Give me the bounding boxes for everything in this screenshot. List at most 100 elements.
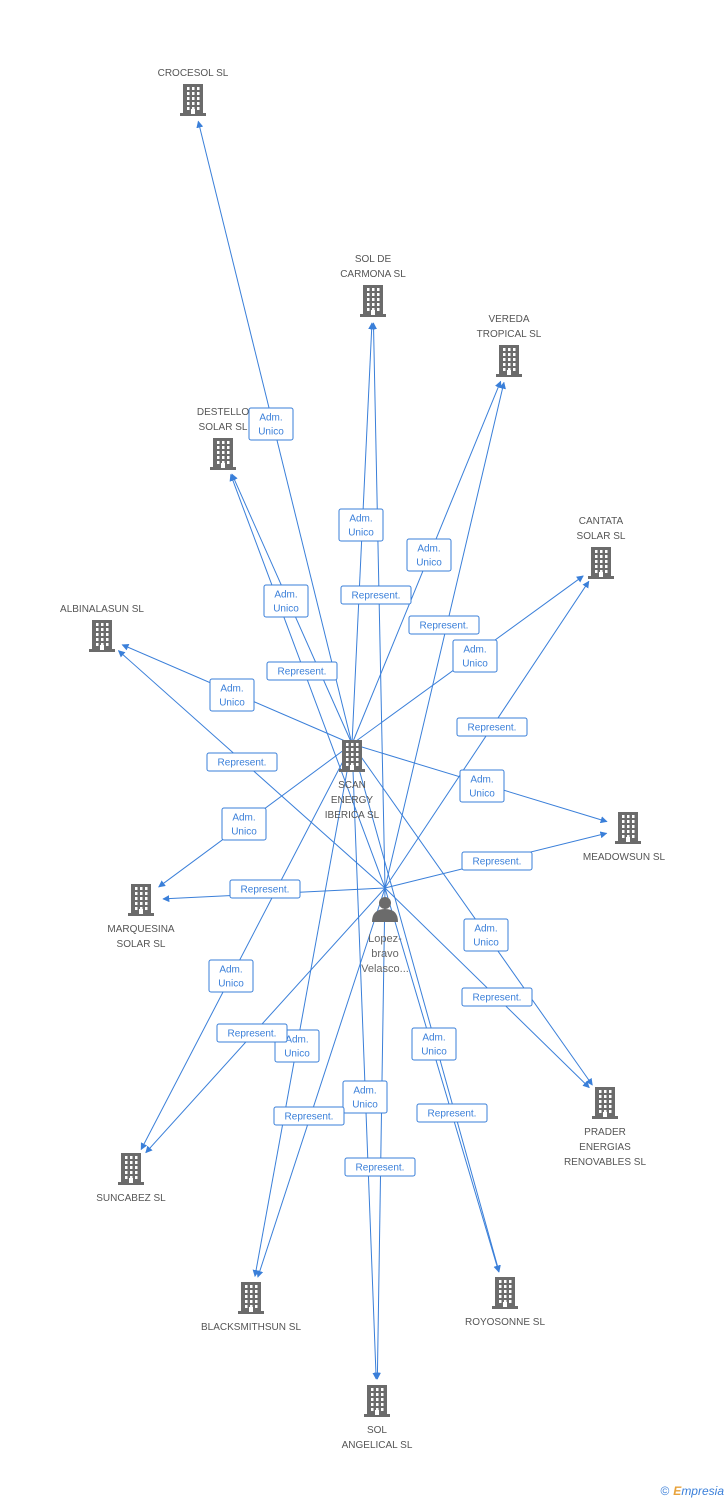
- person-icon[interactable]: [372, 897, 398, 922]
- edge-scan-sol_angelical: [351, 743, 380, 1380]
- edge-label-text: Unico: [273, 604, 299, 615]
- edge-label-box: [338, 508, 384, 542]
- edge-lopez-blacksmithsun: [256, 887, 386, 1278]
- edge-label-lopez-sol_angelical[interactable]: Represent.: [344, 1157, 416, 1177]
- edge-label-lopez-blacksmithsun[interactable]: Represent.: [273, 1106, 345, 1126]
- footer-brand[interactable]: ©Empresia: [660, 1484, 724, 1498]
- edge-label-scan-meadowsun[interactable]: Adm.Unico: [459, 769, 505, 803]
- edge-label-text: Represent.: [241, 885, 290, 896]
- brand-logo-text: mpresia: [681, 1484, 724, 1498]
- edge-label-text: Unico: [352, 1100, 378, 1111]
- edge-label-box: [456, 717, 528, 737]
- edge-label-box: [406, 538, 452, 572]
- node-label: Lopez-: [368, 933, 402, 945]
- node-label: CANTATA: [579, 516, 624, 527]
- edge-label-lopez-marquesina[interactable]: Represent.: [229, 879, 301, 899]
- edge-label-text: Adm.: [417, 544, 440, 555]
- node-crocesol[interactable]: CROCESOL SL: [158, 68, 229, 116]
- edge-lopez-sol_carmona: [370, 322, 386, 889]
- edge-label-scan-sol_angelical[interactable]: Adm.Unico: [342, 1080, 388, 1114]
- edge-label-text: Adm.: [470, 775, 493, 786]
- building-icon[interactable]: [360, 285, 386, 317]
- node-royosonne[interactable]: ROYOSONNE SL: [465, 1277, 545, 1328]
- node-label: ENERGY: [331, 795, 374, 806]
- edge-label-lopez-destello[interactable]: Represent.: [266, 661, 338, 681]
- edge-label-scan-destello[interactable]: Adm.Unico: [263, 584, 309, 618]
- node-meadowsun[interactable]: MEADOWSUN SL: [583, 812, 666, 863]
- node-label: BLACKSMITHSUN SL: [201, 1322, 301, 1333]
- edge-label-text: Represent.: [285, 1112, 334, 1123]
- edge-label-box: [248, 407, 294, 441]
- node-suncabez[interactable]: SUNCABEZ SL: [96, 1153, 166, 1204]
- building-icon[interactable]: [592, 1087, 618, 1119]
- node-label: ANGELICAL SL: [342, 1440, 413, 1451]
- edge-label-text: Represent.: [218, 758, 267, 769]
- edge-label-lopez-suncabez[interactable]: Represent.: [216, 1023, 288, 1043]
- edge-label-text: Unico: [231, 827, 257, 838]
- building-icon[interactable]: [238, 1282, 264, 1314]
- edge-labels-layer: Adm.UnicoAdm.UnicoAdm.UnicoAdm.UnicoAdm.…: [206, 407, 533, 1177]
- edge-label-scan-royosonne[interactable]: Adm.Unico: [411, 1027, 457, 1061]
- node-lopez[interactable]: Lopez-bravoVelasco...: [361, 897, 409, 975]
- node-label: CROCESOL SL: [158, 68, 229, 79]
- building-icon[interactable]: [588, 547, 614, 579]
- edge-label-box: [463, 918, 509, 952]
- copyright-symbol: ©: [660, 1484, 670, 1498]
- edge-label-lopez-sol_carmona[interactable]: Represent.: [340, 585, 412, 605]
- building-icon[interactable]: [89, 620, 115, 652]
- edge-lopez-vereda: [384, 381, 506, 889]
- building-icon[interactable]: [128, 884, 154, 916]
- edge-label-box: [206, 752, 278, 772]
- edge-label-scan-vereda[interactable]: Adm.Unico: [406, 538, 452, 572]
- edge-label-scan-crocesol[interactable]: Adm.Unico: [248, 407, 294, 441]
- edge-label-lopez-albinalasun[interactable]: Represent.: [206, 752, 278, 772]
- edge-label-box: [416, 1103, 488, 1123]
- node-label: IBERICA SL: [325, 810, 380, 821]
- building-icon[interactable]: [492, 1277, 518, 1309]
- edge-label-box: [461, 851, 533, 871]
- edge-label-lopez-cantata[interactable]: Represent.: [456, 717, 528, 737]
- edge-label-scan-sol_carmona[interactable]: Adm.Unico: [338, 508, 384, 542]
- edge-lopez-royosonne: [384, 887, 501, 1273]
- node-label: VEREDA: [488, 314, 529, 325]
- edge-label-text: Represent.: [468, 723, 517, 734]
- edge-label-scan-suncabez[interactable]: Adm.Unico: [208, 959, 254, 993]
- edge-label-text: Unico: [218, 979, 244, 990]
- edge-label-lopez-vereda[interactable]: Represent.: [408, 615, 480, 635]
- node-blacksmithsun[interactable]: BLACKSMITHSUN SL: [201, 1282, 301, 1333]
- edge-label-lopez-prader[interactable]: Represent.: [461, 987, 533, 1007]
- edge-label-lopez-meadowsun[interactable]: Represent.: [461, 851, 533, 871]
- edge-label-text: Adm.: [474, 924, 497, 935]
- building-icon[interactable]: [210, 438, 236, 470]
- edge-label-lopez-royosonne[interactable]: Represent.: [416, 1103, 488, 1123]
- node-albinalasun[interactable]: ALBINALASUN SL: [60, 604, 144, 652]
- node-sol_angelical[interactable]: SOL ANGELICAL SL: [342, 1385, 413, 1451]
- edge-label-scan-cantata[interactable]: Adm.Unico: [452, 639, 498, 673]
- edge-lopez-destello: [229, 473, 386, 889]
- edge-label-scan-prader[interactable]: Adm.Unico: [463, 918, 509, 952]
- edge-label-scan-marquesina[interactable]: Adm.Unico: [221, 807, 267, 841]
- node-label: SUNCABEZ SL: [96, 1193, 166, 1204]
- building-icon[interactable]: [496, 345, 522, 377]
- edge-label-text: Represent.: [473, 993, 522, 1004]
- building-icon[interactable]: [339, 740, 365, 772]
- edge-scan-blacksmithsun: [252, 743, 353, 1278]
- edge-label-text: Represent.: [428, 1109, 477, 1120]
- edge-label-scan-albinalasun[interactable]: Adm.Unico: [209, 678, 255, 712]
- edge-label-text: Represent.: [278, 667, 327, 678]
- edge-label-box: [229, 879, 301, 899]
- building-icon[interactable]: [180, 84, 206, 116]
- building-icon[interactable]: [615, 812, 641, 844]
- node-label: SOL: [367, 1425, 387, 1436]
- building-icon[interactable]: [118, 1153, 144, 1185]
- edge-lopez-suncabez: [145, 887, 386, 1154]
- building-icon[interactable]: [364, 1385, 390, 1417]
- node-label: DESTELLO: [197, 407, 249, 418]
